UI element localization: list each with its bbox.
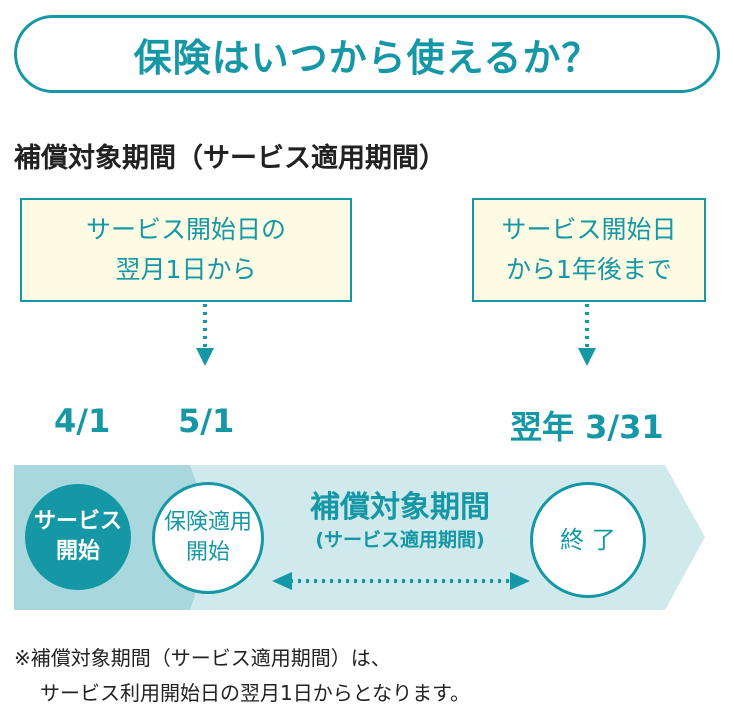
date-coverage-end: 翌年 3/31	[510, 408, 664, 446]
dotted-arrow-down-end-icon	[578, 304, 596, 366]
note-box-start: サービス開始日の 翌月1日から	[20, 198, 352, 302]
service-start-line2: 開始	[55, 539, 100, 564]
double-arrow-icon	[272, 572, 530, 590]
coverage-period-label: 補償対象期間 (サービス適用期間)	[270, 490, 530, 554]
note-end-line2: から1年後まで	[506, 255, 672, 284]
service-start-line1: サービス	[33, 509, 122, 534]
note-start-line2: 翌月1日から	[115, 255, 257, 284]
section-heading: 補償対象期間（サービス適用期間）	[14, 143, 446, 174]
end-circle: 終 了	[530, 482, 646, 598]
note-box-end: サービス開始日 から1年後まで	[472, 198, 706, 302]
date-service-start: 4/1	[54, 402, 111, 440]
footnote-line1: ※補償対象期間（サービス適用期間）は、	[14, 646, 391, 670]
note-end-line1: サービス開始日	[501, 215, 677, 244]
insurance-start-line2: 開始	[185, 540, 230, 565]
footnote-line2: サービス利用開始日の翌月1日からとなります。	[40, 681, 471, 705]
page-title: 保険はいつから使えるか？	[14, 15, 720, 93]
date-coverage-start: 5/1	[178, 402, 235, 440]
insurance-start-line1: 保険適用	[163, 510, 252, 535]
insurance-start-circle: 保険適用 開始	[152, 482, 264, 594]
service-start-circle: サービス 開始	[25, 484, 131, 590]
dotted-arrow-down-start-icon	[196, 304, 214, 366]
note-start-line1: サービス開始日の	[85, 215, 286, 244]
coverage-period-subtitle: (サービス適用期間)	[315, 529, 485, 551]
coverage-period-title: 補償対象期間	[310, 490, 490, 525]
end-label: 終 了	[560, 526, 616, 554]
